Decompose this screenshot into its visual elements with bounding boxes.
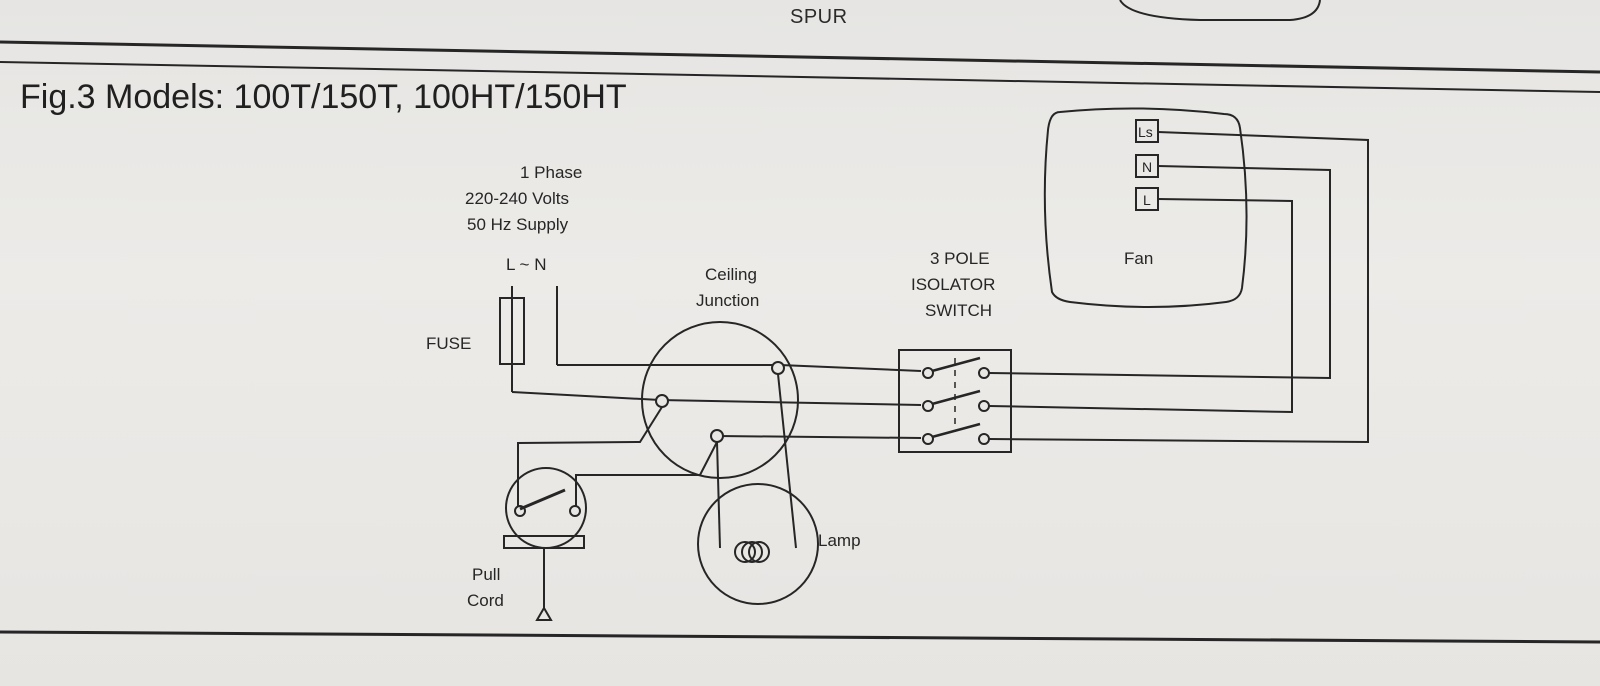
ceiling-junction-label-1: Ceiling xyxy=(705,265,757,284)
n-output-wire xyxy=(988,165,1331,380)
isolator-in-3 xyxy=(922,433,934,445)
junction-terminal-l xyxy=(655,394,669,408)
neutral-to-switch-wire xyxy=(779,364,922,372)
pull-cord-handle xyxy=(535,606,553,621)
isolator-blade-1 xyxy=(931,356,981,373)
pull-cord-label-1: Pull xyxy=(472,565,500,584)
lamp-filament-3 xyxy=(748,541,770,563)
pullcord-return-wire xyxy=(575,441,718,508)
supply-terminals: L ~ N xyxy=(506,255,546,274)
supply-line-3: 50 Hz Supply xyxy=(467,215,569,234)
pullcord-terminal-2 xyxy=(569,505,581,517)
rule-top-2 xyxy=(0,61,1600,93)
fan-terminal-l: L xyxy=(1143,192,1151,208)
fan-terminal-ls: Ls xyxy=(1138,124,1153,140)
spur-label: SPUR xyxy=(790,6,848,28)
switched-live-wire xyxy=(717,435,922,439)
rule-top-1 xyxy=(0,40,1600,74)
fuse-label: FUSE xyxy=(426,334,471,353)
supply-line-2: 220-240 Volts xyxy=(465,189,569,208)
junction-terminal-sl xyxy=(710,429,724,443)
isolator-out-3 xyxy=(978,433,990,445)
lamp-filament-1 xyxy=(734,541,756,563)
pull-cord-label-2: Cord xyxy=(467,591,504,610)
fan-terminal-n-box xyxy=(1135,154,1159,178)
isolator-label-2: ISOLATOR xyxy=(911,275,995,294)
prev-box-edge xyxy=(1119,0,1321,21)
ceiling-junction-circle xyxy=(641,321,799,479)
switched-to-lamp-wire xyxy=(716,441,721,549)
neutral-to-lamp-wire xyxy=(777,373,797,549)
fan-box xyxy=(1043,107,1248,308)
lamp-filament-2 xyxy=(741,541,763,563)
fan-terminal-n: N xyxy=(1142,159,1152,175)
ceiling-junction-label-2: Junction xyxy=(696,291,759,310)
rule-bottom xyxy=(0,630,1600,644)
fan-label: Fan xyxy=(1124,249,1153,268)
supply-line-1: 1 Phase xyxy=(520,163,582,182)
live-to-pullcord-wire xyxy=(517,406,663,508)
figure-title: Fig.3 Models: 100T/150T, 100HT/150HT xyxy=(20,78,627,116)
l-output-wire xyxy=(988,198,1293,414)
isolator-label-3: SWITCH xyxy=(925,301,992,320)
fan-terminal-ls-box xyxy=(1135,119,1159,143)
isolator-switch-box xyxy=(898,349,1012,453)
live-to-switch-wire xyxy=(659,399,922,406)
junction-terminal-n xyxy=(771,361,785,375)
isolator-blade-2 xyxy=(931,389,981,406)
lamp-circle xyxy=(697,483,819,605)
isolator-in-2 xyxy=(922,400,934,412)
ls-output-wire xyxy=(988,131,1369,444)
isolator-label-1: 3 POLE xyxy=(930,249,990,268)
isolator-blade-3 xyxy=(931,422,981,439)
isolator-out-1 xyxy=(978,367,990,379)
isolator-in-1 xyxy=(922,367,934,379)
lamp-label: Lamp xyxy=(818,531,861,550)
live-to-junction-wire xyxy=(511,391,661,401)
fan-terminal-l-box xyxy=(1135,187,1159,211)
pullcord-contact xyxy=(519,488,566,511)
isolator-out-2 xyxy=(978,400,990,412)
